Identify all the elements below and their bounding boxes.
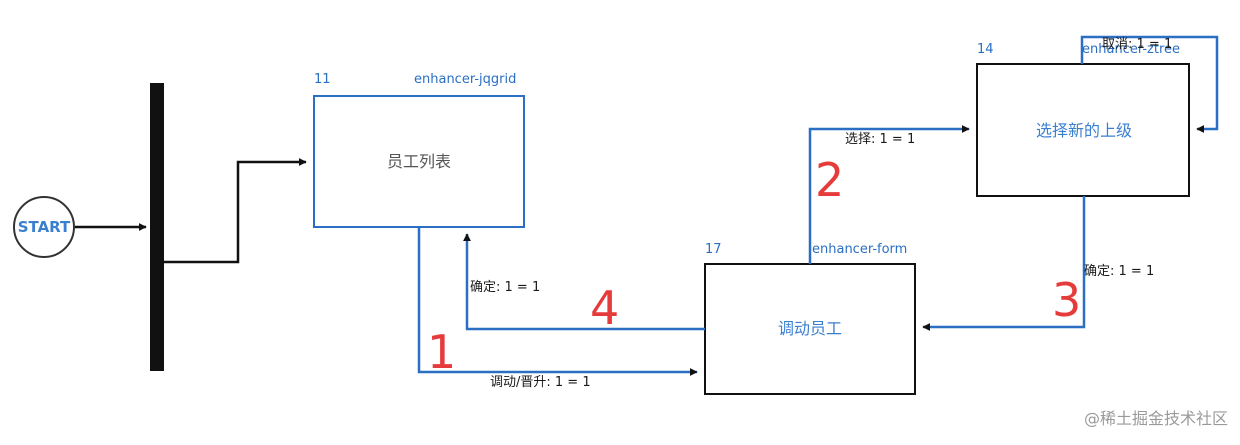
node-employee-list-tag: enhancer-jqgrid <box>414 72 516 87</box>
node-employee-list[interactable]: 11 enhancer-jqgrid 员工列表 <box>313 72 525 228</box>
transition-transfer-label: 调动/晋升: 1 = 1 <box>490 375 591 390</box>
start-label: START <box>18 218 71 236</box>
node-employee-list-label: 员工列表 <box>387 152 451 171</box>
transition-cancel-loop[interactable] <box>1080 35 1219 133</box>
node-select-superior[interactable]: 14 enhancer-ztree 选择新的上级 <box>976 42 1190 197</box>
transition-cancel-label: 取消: 1 = 1 <box>1102 37 1172 52</box>
step-number-4: 4 <box>590 281 619 335</box>
node-select-superior-label: 选择新的上级 <box>1036 121 1132 140</box>
node-transfer-employee-tag: enhancer-form <box>812 242 907 257</box>
transition-confirm-form-label: 确定: 1 = 1 <box>470 280 540 295</box>
node-transfer-employee-label: 调动员工 <box>778 319 842 338</box>
step-number-2: 2 <box>815 153 844 207</box>
step-number-1: 1 <box>427 325 456 379</box>
transition-confirm-tree-label: 确定: 1 = 1 <box>1084 264 1154 279</box>
fork-to-list-arrow <box>164 158 307 264</box>
watermark-text: @稀土掘金技术社区 <box>1084 409 1228 428</box>
step-number-3: 3 <box>1052 273 1081 327</box>
fork-bar <box>150 83 164 371</box>
node-employee-list-id: 11 <box>314 72 331 87</box>
transition-select-line[interactable] <box>808 125 970 264</box>
transition-confirm-tree-line[interactable] <box>922 196 1086 331</box>
node-transfer-employee-id: 17 <box>705 242 722 257</box>
node-select-superior-id: 14 <box>977 42 994 57</box>
node-transfer-employee[interactable]: 17 enhancer-form 调动员工 <box>704 242 916 395</box>
transition-confirm-form-line[interactable] <box>463 233 705 331</box>
transition-select-label: 选择: 1 = 1 <box>845 132 915 147</box>
node-select-superior-tag: enhancer-ztree <box>1082 42 1180 57</box>
start-node[interactable]: START <box>13 196 75 258</box>
transition-transfer-line[interactable] <box>417 227 698 376</box>
